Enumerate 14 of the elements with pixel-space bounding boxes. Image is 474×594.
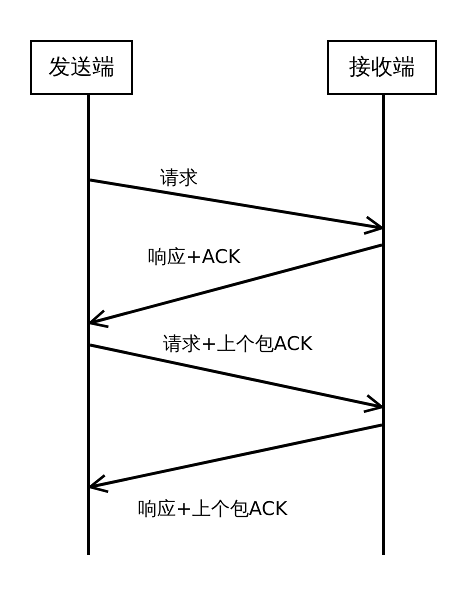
message-arrow [88, 244, 382, 328]
lifeline [382, 95, 385, 555]
entity-box [30, 40, 133, 95]
entity-label: 发送端 [48, 54, 114, 82]
edge-label: 请求 [160, 167, 198, 191]
edge-label: 请求+上个包ACK [163, 333, 312, 357]
message-arrow [88, 424, 382, 494]
lifeline [87, 95, 90, 555]
edge-label: 响应+ACK [148, 246, 240, 270]
edge-label: 响应+上个包ACK [138, 498, 288, 522]
entity-label: 接收端 [349, 54, 415, 82]
message-arrow [90, 178, 384, 235]
message-arrow [90, 344, 384, 414]
entity-box [327, 40, 437, 95]
